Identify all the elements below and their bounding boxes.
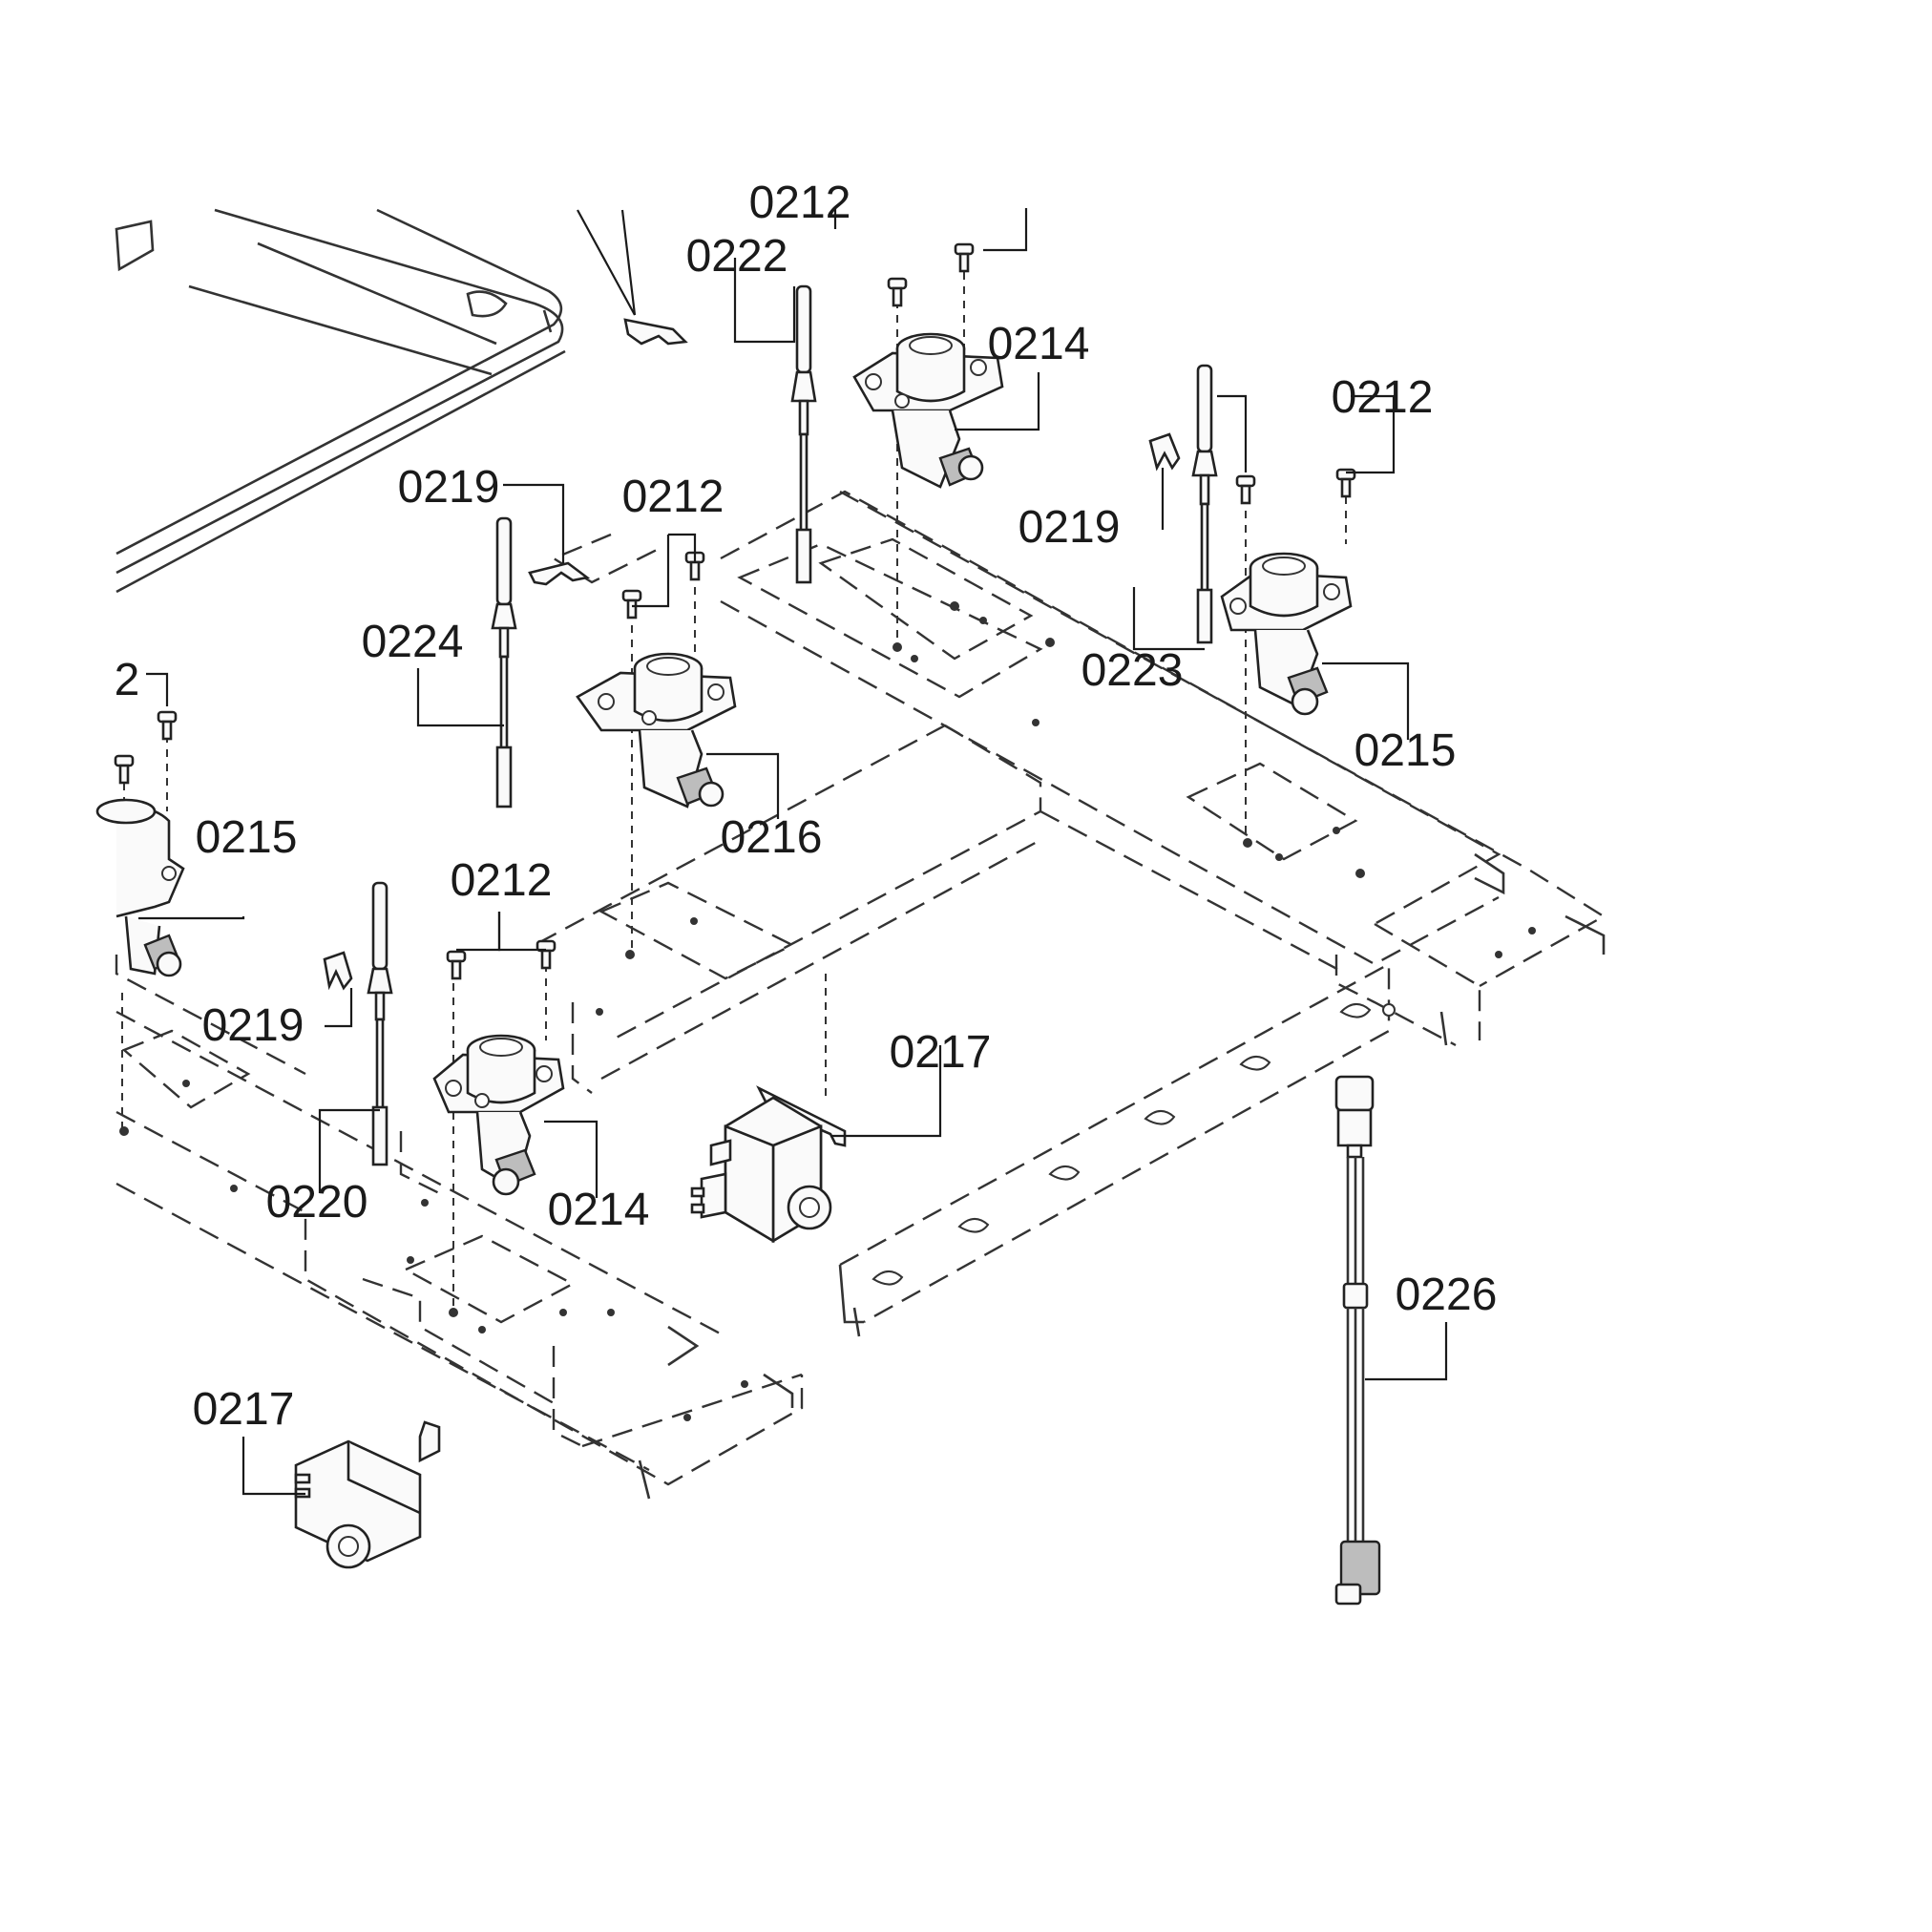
callout-label: 0214	[988, 319, 1090, 369]
callout-label: 0214	[548, 1185, 650, 1235]
screws	[114, 242, 1356, 980]
top-leader-lines	[577, 208, 1028, 346]
callout-label: 0219	[202, 1000, 304, 1051]
callout-label: 0219	[1018, 502, 1121, 553]
chassis-rails	[115, 490, 1606, 1500]
callout-label: 2	[115, 655, 140, 705]
callout-labels: 0212 0222 0214 0212 0219 0219 0212 0224 …	[115, 178, 1498, 1435]
chassis-dots	[119, 601, 1536, 1421]
wire-harness	[1334, 1075, 1381, 1606]
callout-label: 0223	[1082, 645, 1184, 696]
callout-label: 0212	[749, 178, 851, 228]
callout-label: 0216	[721, 812, 823, 863]
callout-label: 0224	[362, 617, 464, 667]
callout-label: 0217	[193, 1384, 295, 1435]
burner-valves	[95, 332, 1353, 1196]
callout-label: 0222	[686, 231, 788, 282]
leader-lines	[138, 258, 1448, 1496]
callout-label: 0219	[398, 462, 500, 513]
callout-label: 0215	[196, 812, 298, 863]
callout-label: 0212	[451, 855, 553, 906]
callout-label: 0215	[1354, 725, 1457, 776]
callout-label: 0220	[266, 1177, 368, 1228]
callout-label: 0226	[1396, 1270, 1498, 1320]
solenoid-valves	[294, 1085, 847, 1569]
bracket-holes	[872, 1003, 1396, 1286]
callout-label: 0212	[622, 472, 724, 522]
electrodes	[367, 284, 1218, 1166]
clips	[323, 432, 1181, 991]
callout-label: 0212	[1332, 372, 1434, 423]
cooktop-frame	[115, 208, 566, 594]
callout-label: 0217	[890, 1027, 992, 1078]
